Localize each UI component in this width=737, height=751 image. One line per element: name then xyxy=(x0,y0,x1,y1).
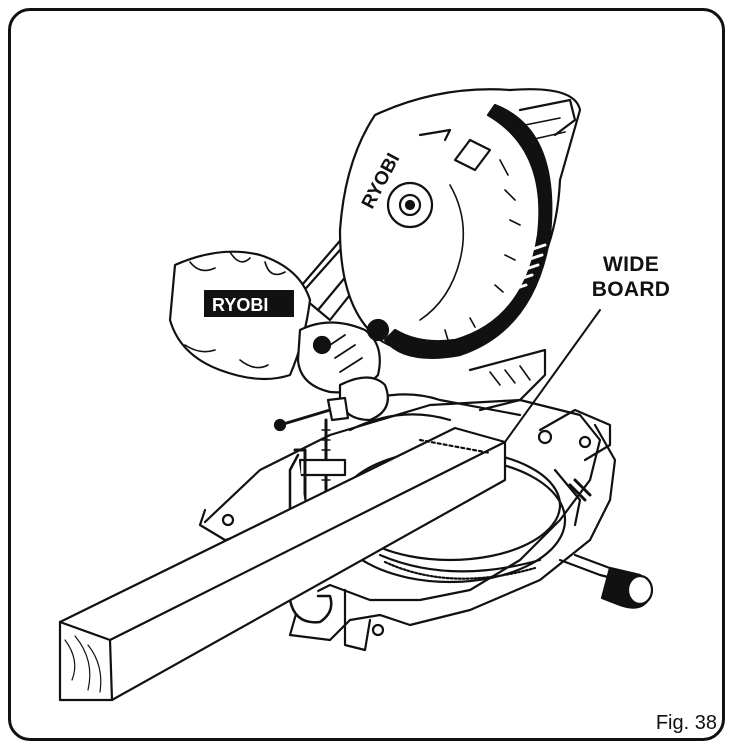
miter-lock-knob xyxy=(558,478,654,609)
figure-label: Fig. 38 xyxy=(655,712,717,734)
ryobi-logo-dust-bag: RYOBI xyxy=(212,295,268,315)
wide-board-callout: WIDE BOARD xyxy=(583,252,679,302)
callout-line-1: WIDE xyxy=(602,253,660,276)
dust-bag xyxy=(168,250,312,381)
svg-text:RYOBI: RYOBI xyxy=(212,295,268,315)
callout-leader-line xyxy=(504,309,601,443)
wide-board xyxy=(58,426,507,702)
blade-housing xyxy=(338,88,582,359)
callout-line-2: BOARD xyxy=(591,278,671,301)
motor-pivot xyxy=(296,318,390,422)
